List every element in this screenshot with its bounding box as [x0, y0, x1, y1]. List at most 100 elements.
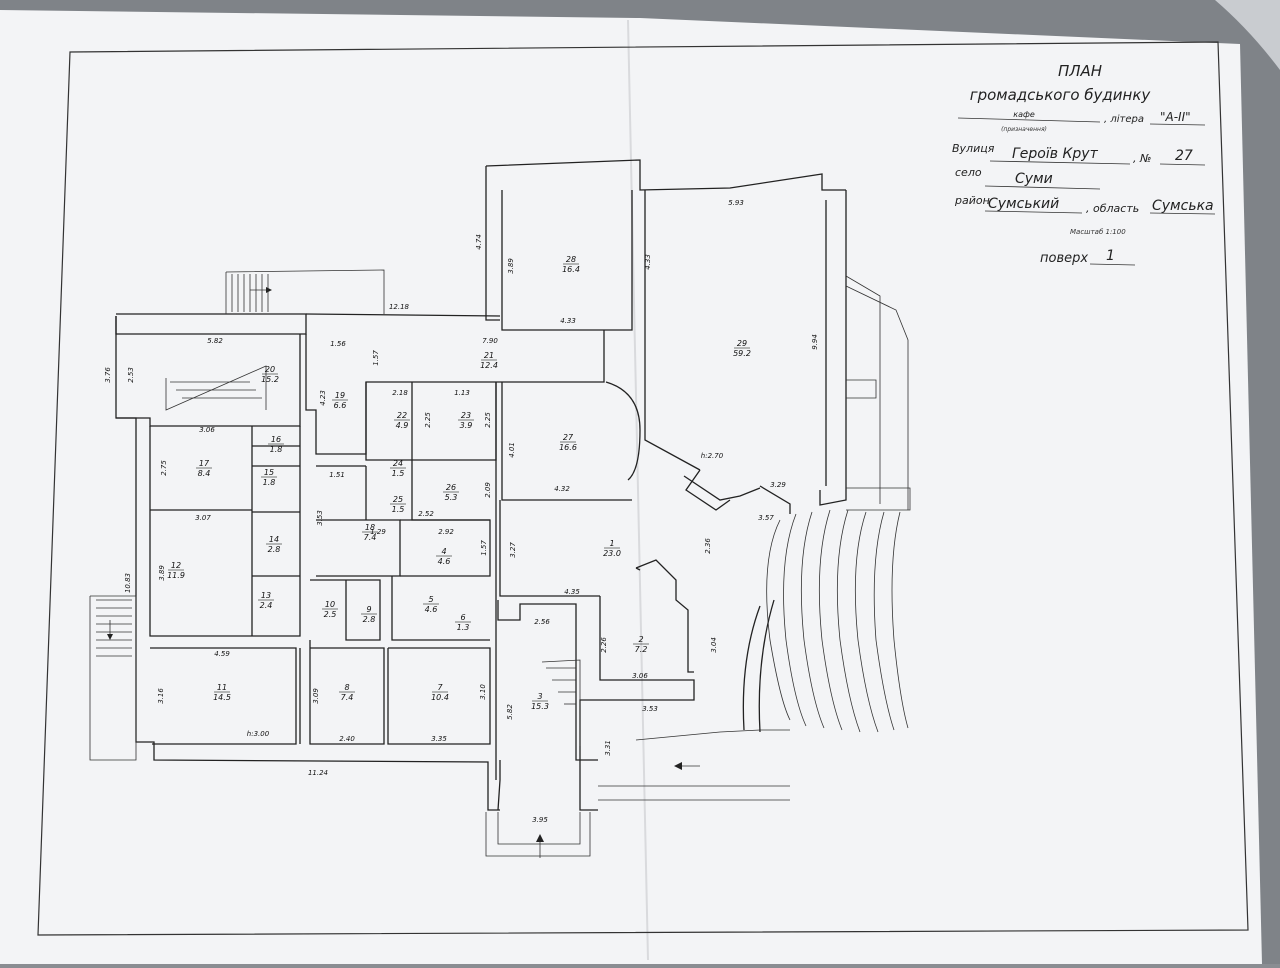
room-area: 23.0	[603, 549, 621, 558]
dim-label: 3.10	[479, 684, 487, 700]
room-area: 1.3	[457, 623, 470, 632]
room-area: 7.4	[364, 533, 377, 542]
room-number: 5	[428, 595, 433, 604]
room-number: 10	[325, 600, 335, 609]
room-area: 1.5	[392, 469, 405, 478]
dim-label: 3.89	[158, 565, 166, 581]
dim-label: 3.04	[710, 637, 718, 653]
room-number: 7	[437, 683, 443, 692]
dimension-labels: 12.18 5.82 1.56 7.90 4.33 4.33 5.93 9.94…	[104, 199, 819, 824]
room-area: 16.6	[559, 443, 577, 452]
room-number: 16	[271, 435, 281, 444]
dim-label: 4.33	[644, 254, 652, 270]
plan-subheading: громадського будинку	[970, 86, 1152, 104]
room-number: 6	[460, 613, 465, 622]
floor-label: поверх	[1040, 251, 1088, 266]
dim-label: 2.36	[704, 538, 712, 554]
dim-label: 2.75	[160, 460, 168, 476]
room-area: 7.2	[635, 645, 648, 654]
dim-label: 4.35	[564, 588, 580, 596]
room-area: 2.8	[363, 615, 376, 624]
room-area: 1.8	[270, 445, 283, 454]
dim-label: 3.29	[770, 481, 786, 489]
dim-label: 3.09	[312, 688, 320, 704]
district-value: Сумський	[988, 196, 1059, 212]
title-block: ПЛАН громадського будинку кафе (призначе…	[952, 62, 1216, 266]
room-number: 15	[264, 468, 274, 477]
room-number: 3	[537, 692, 542, 701]
room-area: 4.6	[425, 605, 438, 614]
amphitheatre-steps	[742, 509, 909, 733]
dim-label: 4.33	[560, 317, 576, 325]
dim-label: 1.57	[372, 350, 380, 366]
street-value: Героїв Крут	[1012, 146, 1099, 162]
region-value: Сумська	[1152, 198, 1214, 214]
dim-label: 3.07	[195, 514, 211, 522]
room-number: 13	[261, 591, 271, 600]
dim-label: 1.56	[330, 340, 346, 348]
room-area: 8.4	[198, 469, 211, 478]
height-label: h:3.00	[247, 730, 270, 738]
room-number: 28	[566, 255, 576, 264]
dim-label: 5.93	[728, 199, 744, 207]
room-area: 4.6	[438, 557, 451, 566]
building-walls	[89, 159, 911, 857]
dim-label: 2.40	[339, 735, 355, 743]
room-number: 18	[365, 523, 375, 532]
dim-label: 1.29	[370, 528, 386, 536]
dim-label: 2.25	[424, 412, 432, 428]
room-number: 17	[199, 459, 210, 468]
room-area: 2.5	[324, 610, 337, 619]
room-number: 26	[446, 483, 456, 492]
room-labels: 123.027.2315.344.654.661.3710.487.492.81…	[167, 255, 751, 711]
scale-text: Масштаб 1:100	[1070, 228, 1126, 236]
dim-label: 9.94	[811, 334, 819, 350]
dim-label: 7.90	[482, 337, 498, 345]
paper-sheet	[0, 10, 1262, 964]
dim-label: 3.57	[758, 514, 774, 522]
street-label: Вулиця	[952, 142, 995, 155]
dim-label: 4.74	[475, 234, 483, 250]
room-number: 4	[441, 547, 446, 556]
table-edge	[1215, 0, 1280, 70]
room-number: 8	[344, 683, 349, 692]
room-area: 6.6	[334, 401, 347, 410]
village-label: село	[955, 166, 982, 179]
room-number: 20	[265, 365, 275, 374]
dim-label: 3.06	[199, 426, 215, 434]
number-value: 27	[1175, 148, 1193, 164]
room-area: 11.9	[167, 571, 185, 580]
dim-label: 4.32	[554, 485, 570, 493]
dim-label: 4.01	[508, 442, 516, 458]
dim-label: 3.53	[642, 705, 658, 713]
height-label: h:2.70	[701, 452, 724, 460]
litera-value: "А-ІІ"	[1160, 110, 1191, 124]
dim-label: 3.35	[431, 735, 447, 743]
room-number: 19	[335, 391, 345, 400]
room-number: 1	[609, 539, 614, 548]
dim-label: 3.16	[157, 688, 165, 704]
floor-value: 1	[1106, 248, 1115, 264]
room-area: 7.4	[341, 693, 354, 702]
room-number: 29	[737, 339, 747, 348]
room-area: 15.2	[261, 375, 279, 384]
room-area: 59.2	[733, 349, 751, 358]
dim-label: 1.51	[329, 471, 345, 479]
dim-label: 11.24	[308, 769, 328, 777]
room-number: 14	[269, 535, 279, 544]
room-number: 11	[217, 683, 227, 692]
dim-label: 2.92	[438, 528, 454, 536]
dim-label: 2.56	[534, 618, 550, 626]
room-number: 21	[484, 351, 494, 360]
dim-label: 12.18	[389, 303, 410, 311]
dim-label: 2.09	[484, 482, 492, 498]
room-number: 12	[171, 561, 181, 570]
dim-label: 2.25	[484, 412, 492, 428]
room-area: 5.3	[445, 493, 458, 502]
room-number: 23	[461, 411, 471, 420]
room-number: 25	[393, 495, 403, 504]
dim-label: 5.82	[207, 337, 223, 345]
dim-label: 2.52	[418, 510, 434, 518]
